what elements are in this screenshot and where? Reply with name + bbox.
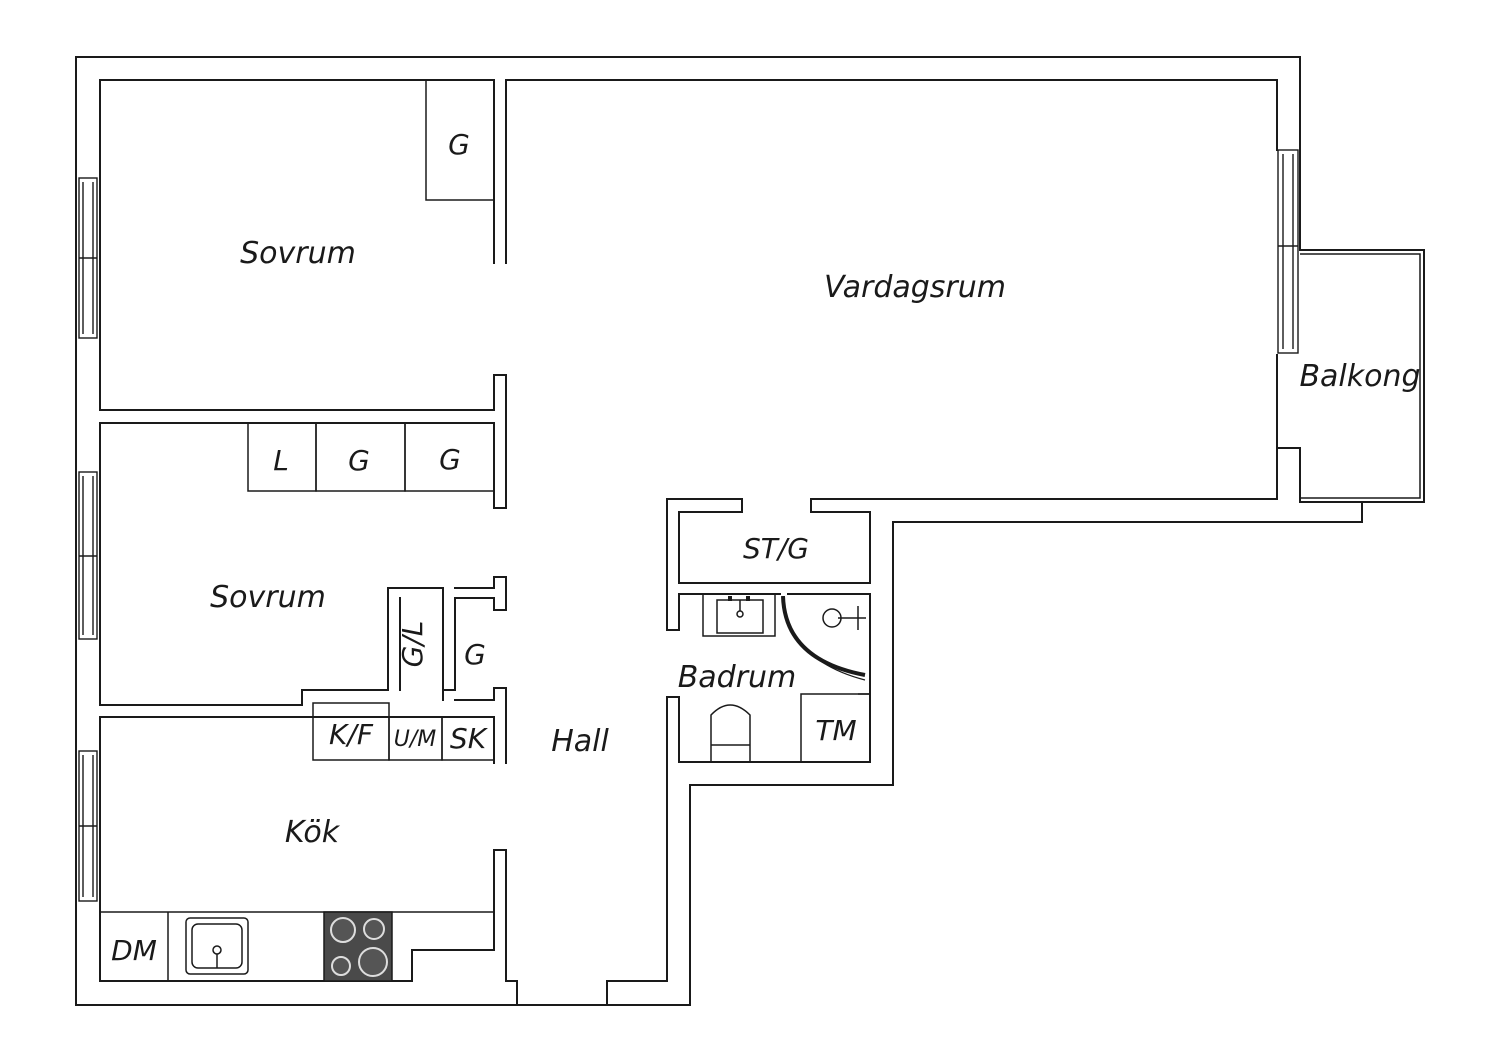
label-balkong: Balkong	[1299, 359, 1420, 394]
label-g-sovrum-2a: G	[348, 444, 370, 477]
hall-walls	[606, 593, 871, 1006]
label-g-sovrum-1: G	[448, 128, 470, 161]
label-l-sovrum-2: L	[273, 444, 289, 477]
label-stg: ST/G	[743, 532, 809, 565]
label-vardagsrum: Vardagsrum	[824, 270, 1006, 305]
bathroom-fixtures	[702, 593, 871, 763]
windows	[78, 149, 1299, 902]
label-badrum: Badrum	[678, 660, 797, 695]
label-sovrum-2: Sovrum	[210, 580, 326, 615]
room-labels: Sovrum Sovrum Vardagsrum Balkong Kök Hal…	[210, 236, 1420, 850]
label-g-sovrum-2b: G	[439, 443, 461, 476]
label-sk: SK	[450, 722, 489, 755]
label-kok: Kök	[285, 815, 341, 850]
label-g-hall: G	[464, 638, 486, 671]
label-sovrum-1: Sovrum	[240, 236, 356, 271]
storage-labels: G L G G G/L G ST/G K/F U/M SK TM DM	[111, 128, 856, 967]
bedroom-2-walls	[99, 374, 507, 764]
outer-walls	[75, 56, 1363, 1006]
label-um: U/M	[394, 727, 437, 752]
label-gl-hall: G/L	[396, 621, 429, 668]
balcony	[1299, 249, 1425, 503]
label-kf: K/F	[329, 718, 374, 751]
label-hall: Hall	[551, 724, 609, 759]
closet-g-bedroom-1	[425, 79, 495, 201]
label-tm: TM	[815, 714, 856, 747]
bedroom-1-walls	[99, 79, 507, 411]
label-dm: DM	[111, 934, 157, 967]
kitchen-walls	[99, 702, 518, 1006]
